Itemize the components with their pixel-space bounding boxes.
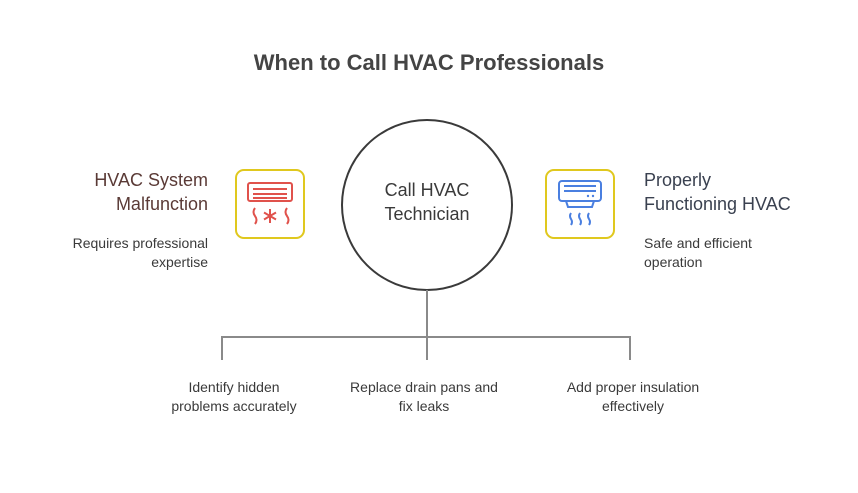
right-desc-line1: Safe and efficient xyxy=(644,235,752,251)
left-heading-line2: Malfunction xyxy=(115,194,208,214)
branch-item-3: Add proper insulation effectively xyxy=(548,378,718,416)
diagram-title: When to Call HVAC Professionals xyxy=(253,50,605,75)
branch-1-line1: Identify hidden xyxy=(188,379,280,395)
branch-3-line1: Add proper insulation xyxy=(566,379,700,395)
left-heading: HVAC System Malfunction xyxy=(94,168,208,216)
right-heading-line2: Functioning HVAC xyxy=(644,194,791,214)
branch-3-line2: effectively xyxy=(602,398,664,414)
ac-unit-cold-icon xyxy=(247,182,293,225)
center-label-line2: Technician xyxy=(384,204,470,224)
right-description: Safe and efficient operation xyxy=(644,234,752,272)
ac-unit-airflow-icon xyxy=(558,180,602,226)
branch-2-line1: Replace drain pans and xyxy=(350,379,498,395)
right-heading: Properly Functioning HVAC xyxy=(644,168,791,216)
left-description: Requires professional expertise xyxy=(73,234,208,272)
branch-1-line2: problems accurately xyxy=(171,398,297,414)
center-label: Call HVAC Technician xyxy=(342,178,512,226)
right-heading-line1: Properly xyxy=(644,170,712,190)
left-heading-line1: HVAC System xyxy=(94,170,208,190)
right-icon-box xyxy=(545,169,615,239)
left-icon-box xyxy=(235,169,305,239)
left-desc-line1: Requires professional xyxy=(72,235,208,251)
branch-item-1: Identify hidden problems accurately xyxy=(149,378,319,416)
left-desc-line2: expertise xyxy=(151,254,208,270)
right-desc-line2: operation xyxy=(644,254,703,270)
branch-2-line2: fix leaks xyxy=(398,398,450,414)
branch-item-2: Replace drain pans and fix leaks xyxy=(339,378,509,416)
center-label-line1: Call HVAC xyxy=(384,180,470,200)
